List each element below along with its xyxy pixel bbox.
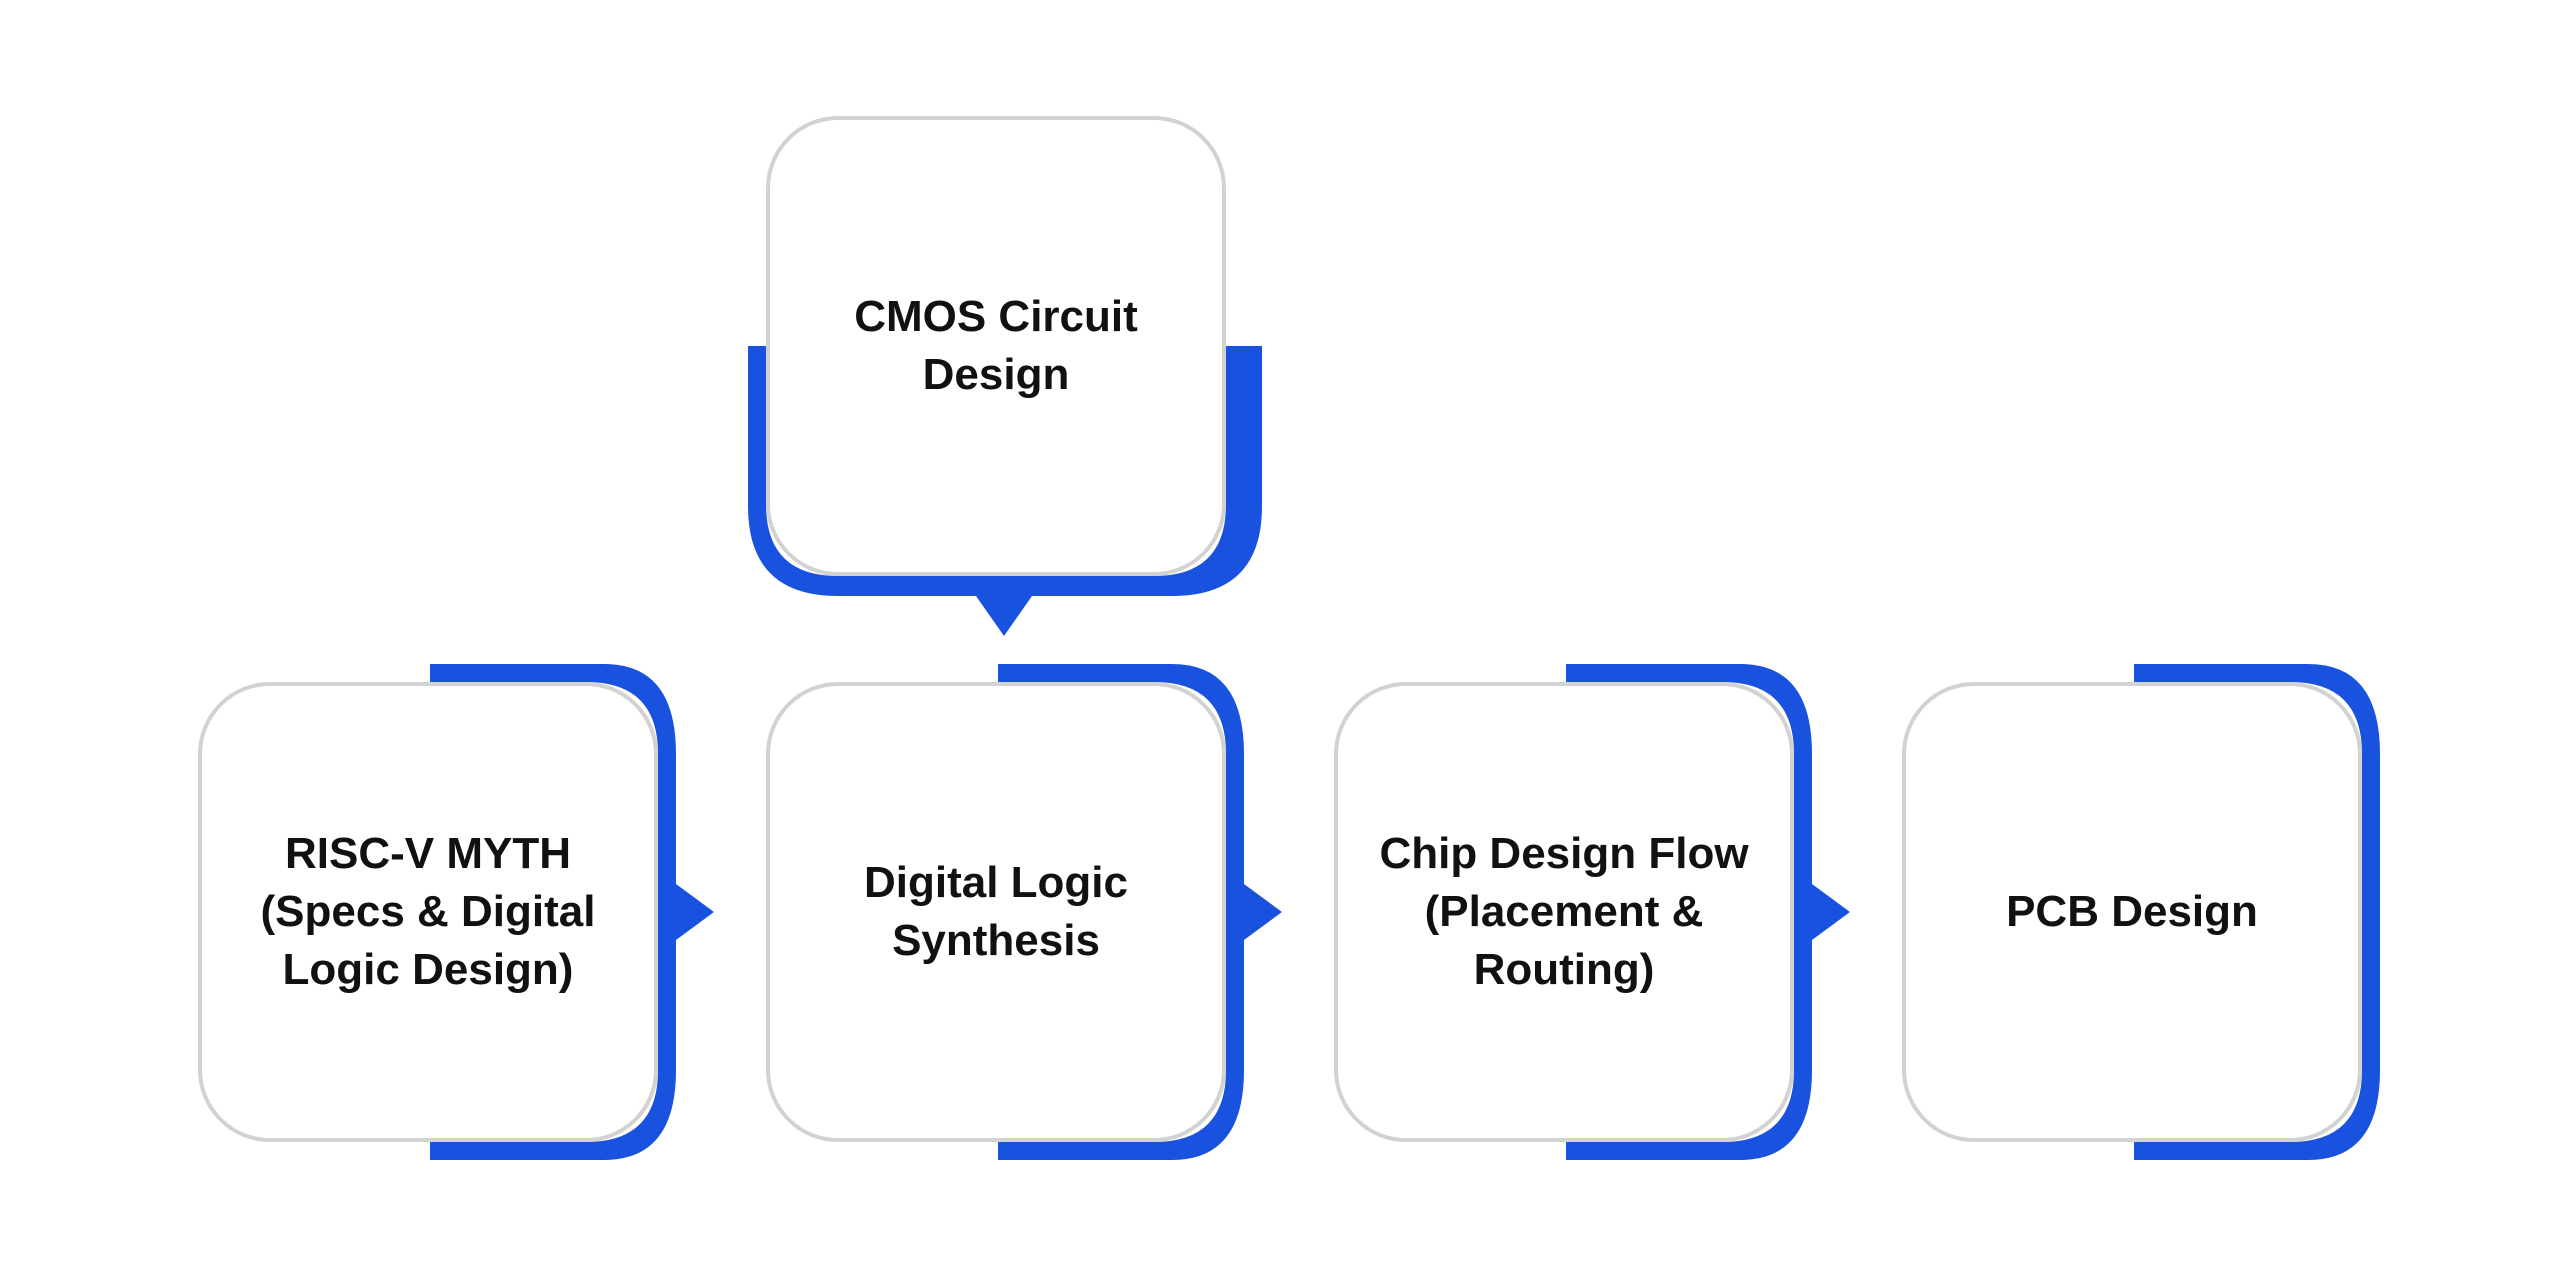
node-label: Digital Logic Synthesis — [864, 858, 1128, 965]
node-label: RISC-V MYTH (Specs & Digital Logic Desig… — [260, 829, 596, 994]
pointer-right-arrow — [676, 884, 714, 940]
node-card: Digital Logic Synthesis — [766, 682, 1226, 1142]
pointer-down-arrow — [976, 596, 1032, 636]
node-chip-design-flow: Chip Design Flow (Placement & Routing) — [1334, 664, 1850, 1160]
node-label: Chip Design Flow (Placement & Routing) — [1379, 829, 1749, 994]
node-card: CMOS Circuit Design — [766, 116, 1226, 576]
node-pcb-design: PCB Design — [1902, 664, 2380, 1160]
node-label: CMOS Circuit Design — [854, 292, 1138, 399]
node-card: RISC-V MYTH (Specs & Digital Logic Desig… — [198, 682, 658, 1142]
node-label: PCB Design — [2006, 887, 2258, 936]
pointer-right-arrow — [1812, 884, 1850, 940]
node-card: PCB Design — [1902, 682, 2362, 1142]
node-card: Chip Design Flow (Placement & Routing) — [1334, 682, 1794, 1142]
node-digital-logic-synthesis: Digital Logic Synthesis — [766, 664, 1282, 1160]
node-cmos-circuit-design: CMOS Circuit Design — [748, 116, 1262, 636]
pointer-right-arrow — [1244, 884, 1282, 940]
node-risc-v-myth: RISC-V MYTH (Specs & Digital Logic Desig… — [198, 664, 714, 1160]
